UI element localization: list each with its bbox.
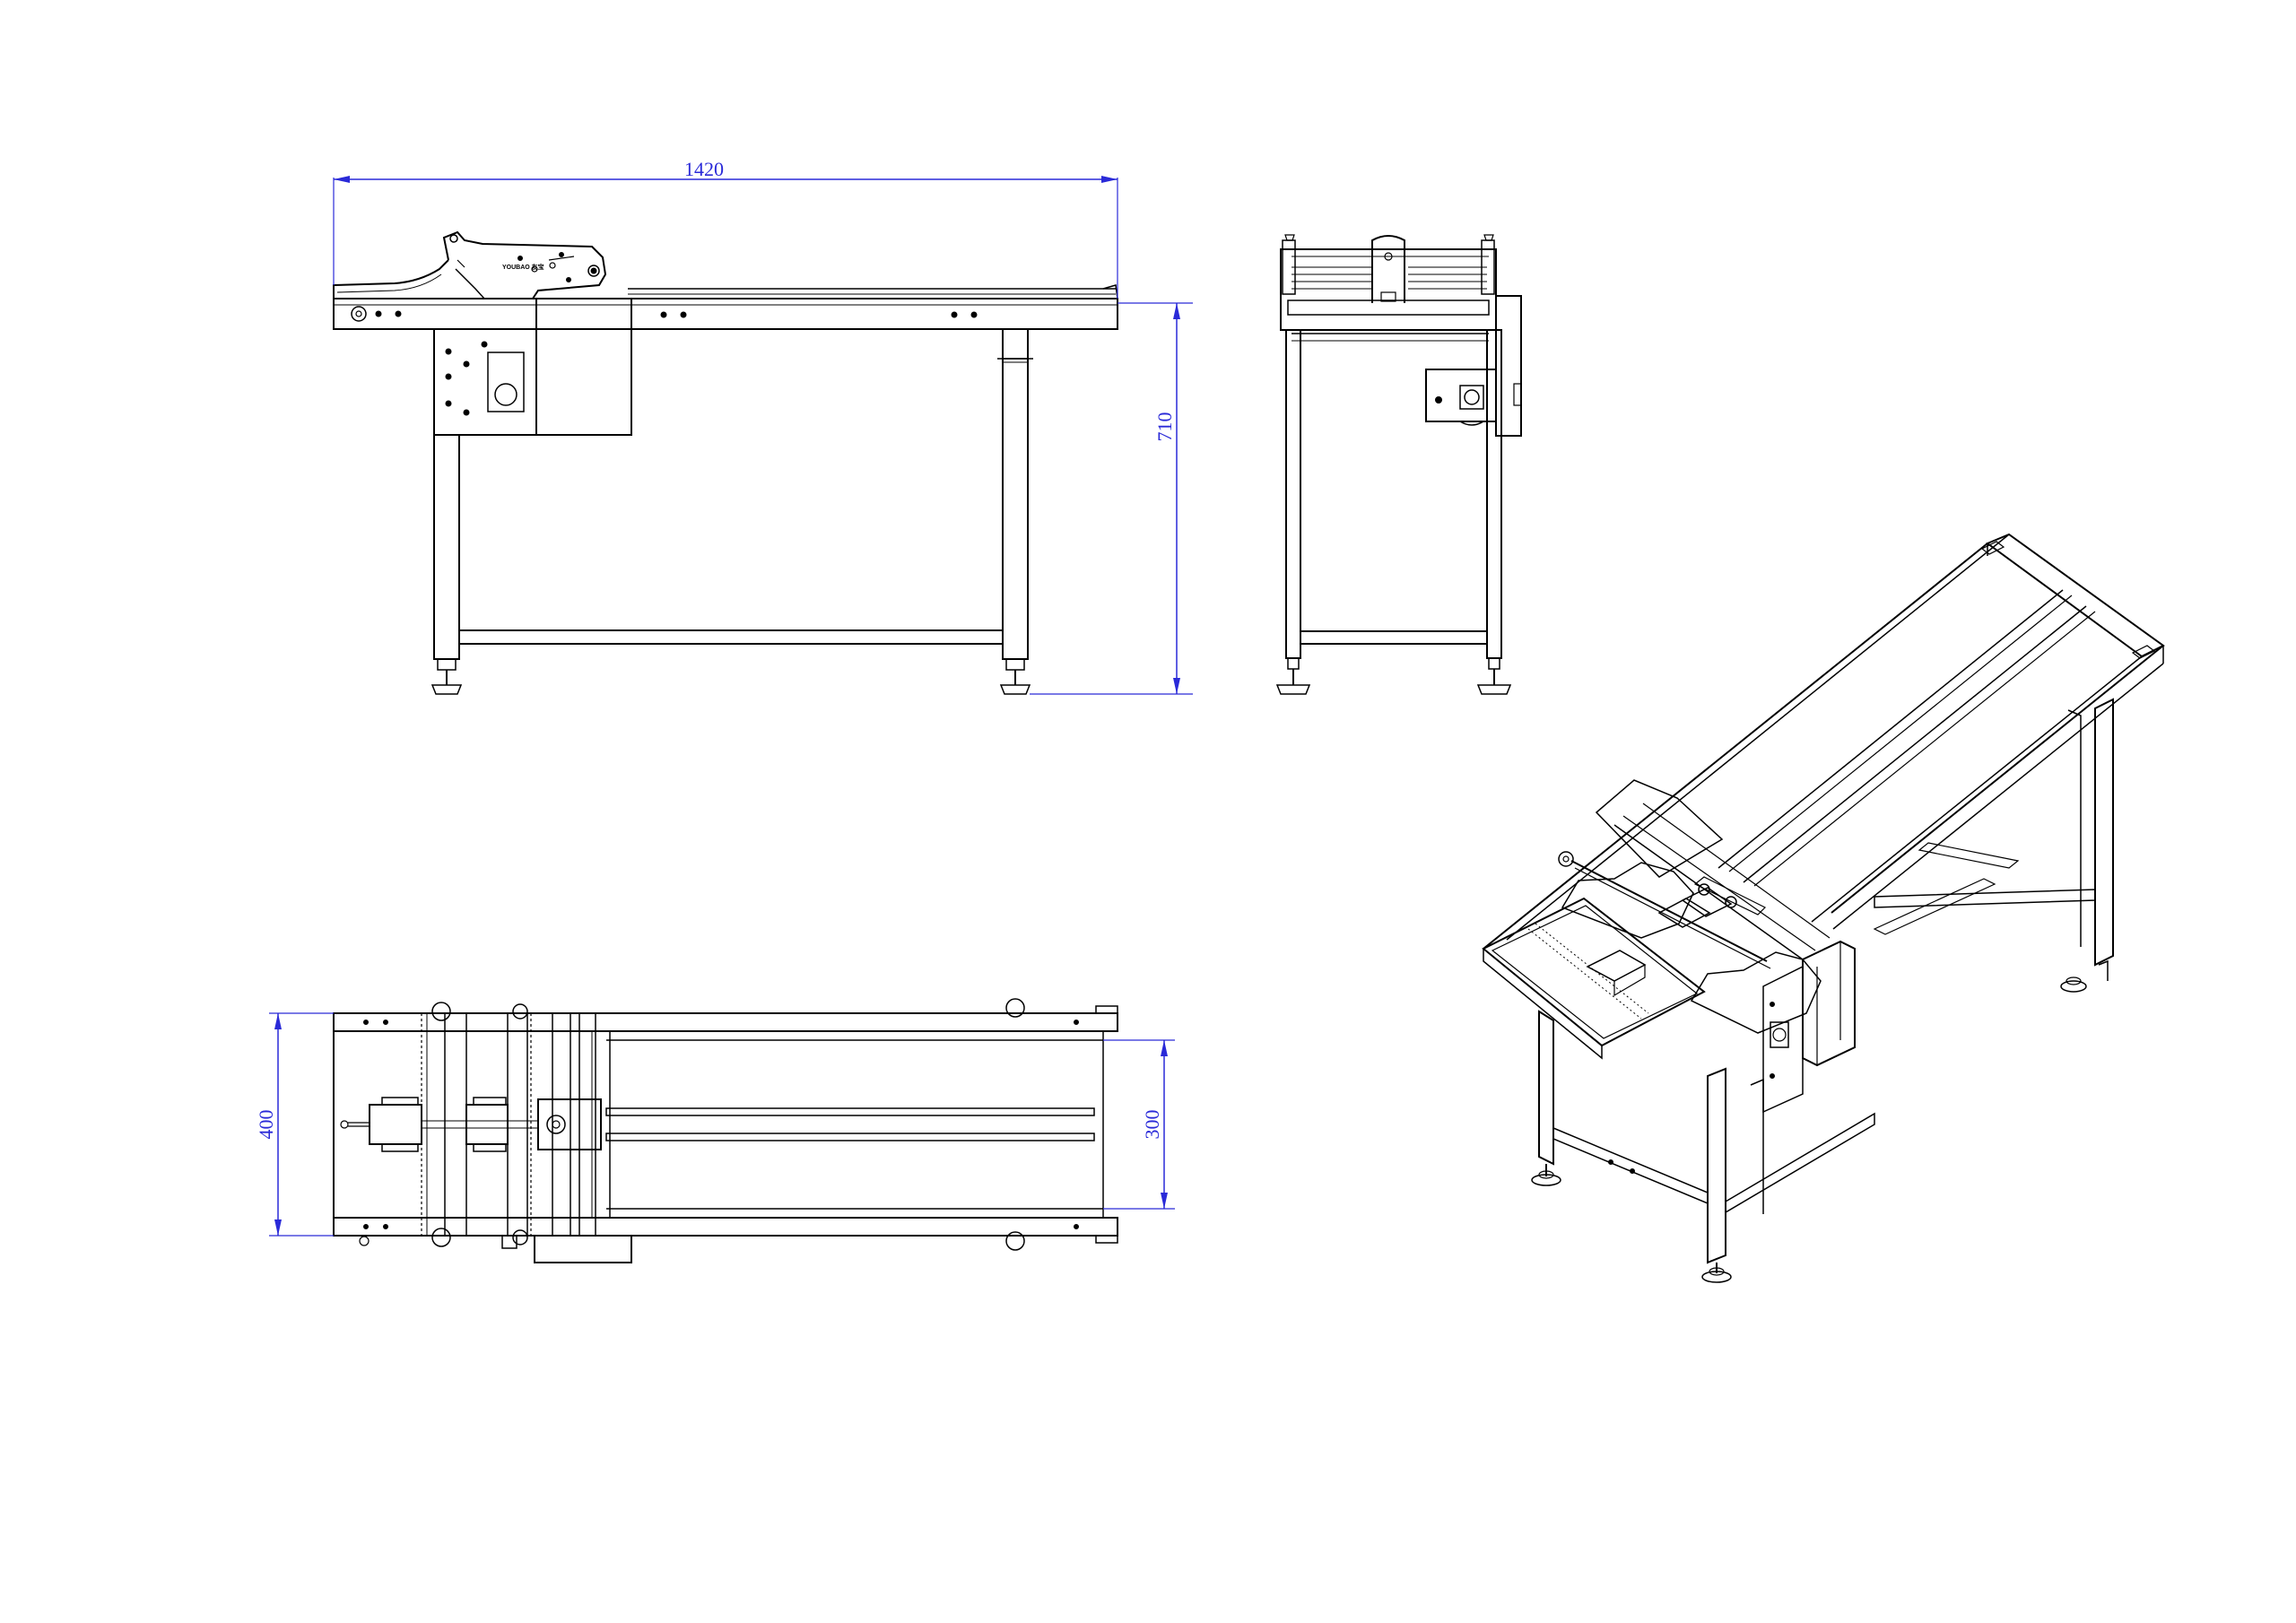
front-lower-brace	[458, 629, 1004, 645]
side-leg-left	[1285, 329, 1301, 659]
top-rail-upper	[333, 1012, 1118, 1032]
iso-leg-rear-right	[2094, 698, 2114, 967]
dimension-overall-length: 1420	[333, 158, 1118, 299]
side-motor-box	[1425, 369, 1497, 422]
dim-label-length: 1420	[684, 158, 724, 180]
pusher-block	[465, 1104, 509, 1145]
front-leg-right	[1002, 328, 1029, 660]
top-plan-view	[333, 998, 1118, 1263]
iso-leg-front-right	[1707, 1067, 1726, 1264]
leveling-foot	[1531, 1174, 1561, 1186]
dimension-overall-height: 710	[1030, 302, 1193, 695]
side-hopper-frame	[1280, 248, 1497, 331]
front-bed-rail	[333, 298, 1118, 330]
dim-label-width: 400	[255, 1110, 277, 1140]
feeder-side-plate	[442, 230, 607, 299]
iso-infeed-tray	[1482, 897, 1706, 1047]
side-leg-right	[1486, 329, 1502, 659]
leveling-foot	[1701, 1271, 1732, 1283]
top-motor-box	[534, 1235, 632, 1263]
adjust-knob	[431, 1228, 451, 1247]
motor-cover	[535, 298, 632, 436]
adjust-knob	[512, 1229, 528, 1245]
pusher-block	[369, 1104, 422, 1145]
dim-label-height: 710	[1153, 412, 1176, 442]
adjust-knob	[512, 1003, 528, 1020]
pusher-block	[537, 1098, 602, 1150]
top-rail-lower	[333, 1217, 1118, 1237]
adjust-knob	[431, 1002, 451, 1021]
dimension-belt-width: 300	[1103, 1039, 1175, 1210]
isometric-view	[1482, 533, 2165, 1283]
iso-hopper-plate	[1690, 951, 1822, 1034]
iso-bed-end	[1985, 533, 2165, 658]
dimension-overall-width: 400	[255, 1012, 334, 1237]
side-lower-brace	[1300, 630, 1488, 645]
side-elevation-view	[1275, 234, 1522, 695]
front-elevation-view: YOUBAO 友宝	[333, 230, 1118, 695]
guide-slot	[605, 1133, 1095, 1141]
dim-label-belt-width: 300	[1141, 1110, 1163, 1140]
drive-roller-hub	[351, 306, 367, 322]
iso-leg-front-left	[1538, 1010, 1554, 1166]
front-leg-left	[433, 434, 460, 660]
side-center-guide	[1371, 235, 1405, 303]
side-motor-plate	[1495, 295, 1522, 437]
leveling-foot	[2060, 980, 2087, 993]
iso-hopper-plate	[1561, 862, 1694, 939]
leveling-foot	[999, 684, 1031, 695]
leveling-foot	[1275, 684, 1311, 695]
guide-slot	[605, 1107, 1095, 1116]
brand-label: YOUBAO 友宝	[502, 263, 544, 271]
leveling-foot	[430, 684, 463, 695]
leveling-foot	[1476, 684, 1512, 695]
